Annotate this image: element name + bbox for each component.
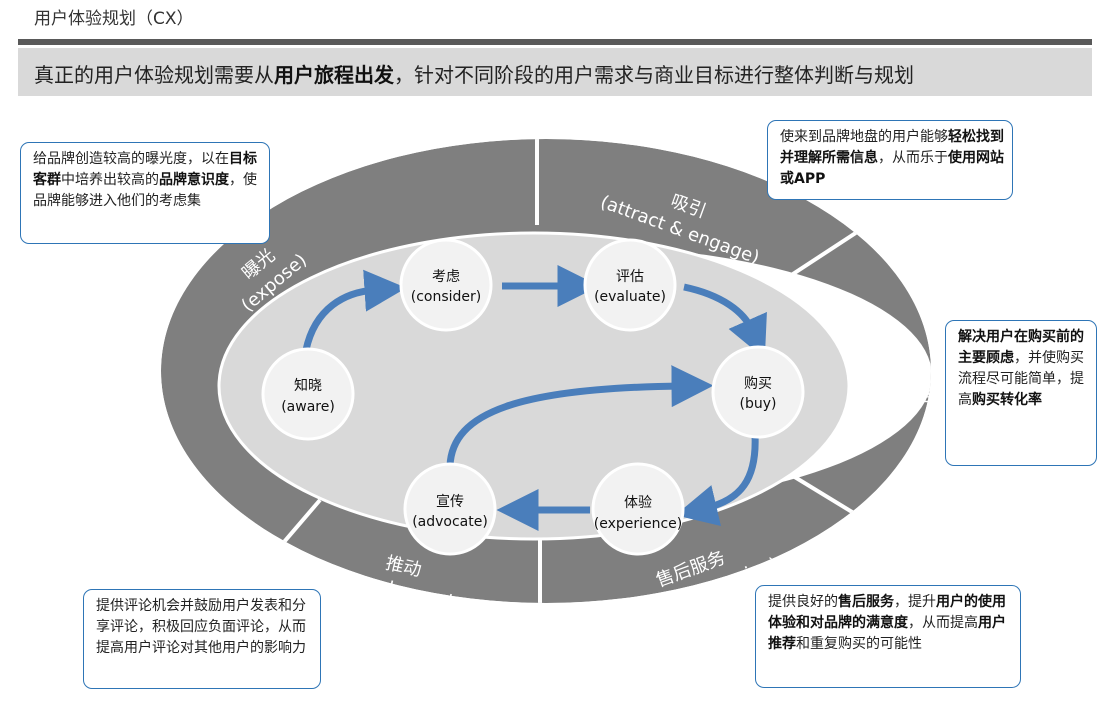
subtitle-highlight: 用户旅程出发 [274,63,394,87]
node-experience: 体验 (experience) [591,462,685,556]
node-advocate-cn: 宣传 [436,494,464,510]
subtitle: 真正的用户体验规划需要从用户旅程出发，针对不同阶段的用户需求与商业目标进行整体判… [34,59,914,88]
arrow-buy-to-experience [675,434,759,527]
flow-arrows [302,265,767,531]
stage-label-influence: 影响 influence [849,361,932,407]
arrow-aware-to-consider [302,269,407,351]
callout-aftersale: 提供良好的售后服务，提升用户的使用体验和对品牌的满意度，从而提高用户推荐和重复购… [755,585,1021,688]
page-title: 用户体验规划（CX） [34,9,194,29]
node-advocate: 宣传 (advocate) [403,462,497,556]
node-consider-cn: 考虑 [432,269,460,285]
node-evaluate: 评估 (evaluate) [583,238,677,332]
subtitle-text-2: ，针对不同阶段的用户需求与商业目标进行整体判断与规划 [394,63,914,87]
node-consider-en: (consider) [411,289,482,305]
node-aware: 知晓 (aware) [261,347,355,441]
node-experience-cn: 体验 [624,495,652,511]
node-evaluate-cn: 评估 [616,269,644,285]
node-buy-cn: 购买 [744,376,772,392]
node-experience-en: (experience) [594,516,683,532]
stage-influence-cn: 影响 [872,361,908,382]
node-advocate-en: (advocate) [412,514,488,530]
node-aware-cn: 知晓 [294,377,322,394]
title-rule [18,39,1092,45]
node-buy: 购买 (buy) [711,345,805,439]
node-buy-en: (buy) [740,396,777,412]
node-aware-en: (aware) [281,399,335,415]
subtitle-text-1: 真正的用户体验规划需要从 [34,63,274,87]
callout-promote: 提供评论机会并鼓励用户发表和分享评论，积极回应负面评论，从而提高用户评论对其他用… [83,589,321,689]
node-evaluate-en: (evaluate) [594,289,666,305]
stage-influence-en: influence [849,386,932,407]
subtitle-bar: 真正的用户体验规划需要从用户旅程出发，针对不同阶段的用户需求与商业目标进行整体判… [18,48,1092,96]
arrow-advocate-to-buy [446,365,714,467]
node-consider: 考虑 (consider) [399,238,493,332]
arrow-evaluate-to-buy [683,283,767,359]
callout-influence: 解决用户在购买前的主要顾虑，并使购买流程尽可能简单，提高购买转化率 [945,320,1097,466]
callout-expose: 给品牌创造较高的曝光度，以在目标客群中培养出较高的品牌意识度，使品牌能够进入他们… [20,142,270,244]
callout-attract: 使来到品牌地盘的用户能够轻松找到并理解所需信息，从而乐于使用网站或APP [767,120,1013,200]
